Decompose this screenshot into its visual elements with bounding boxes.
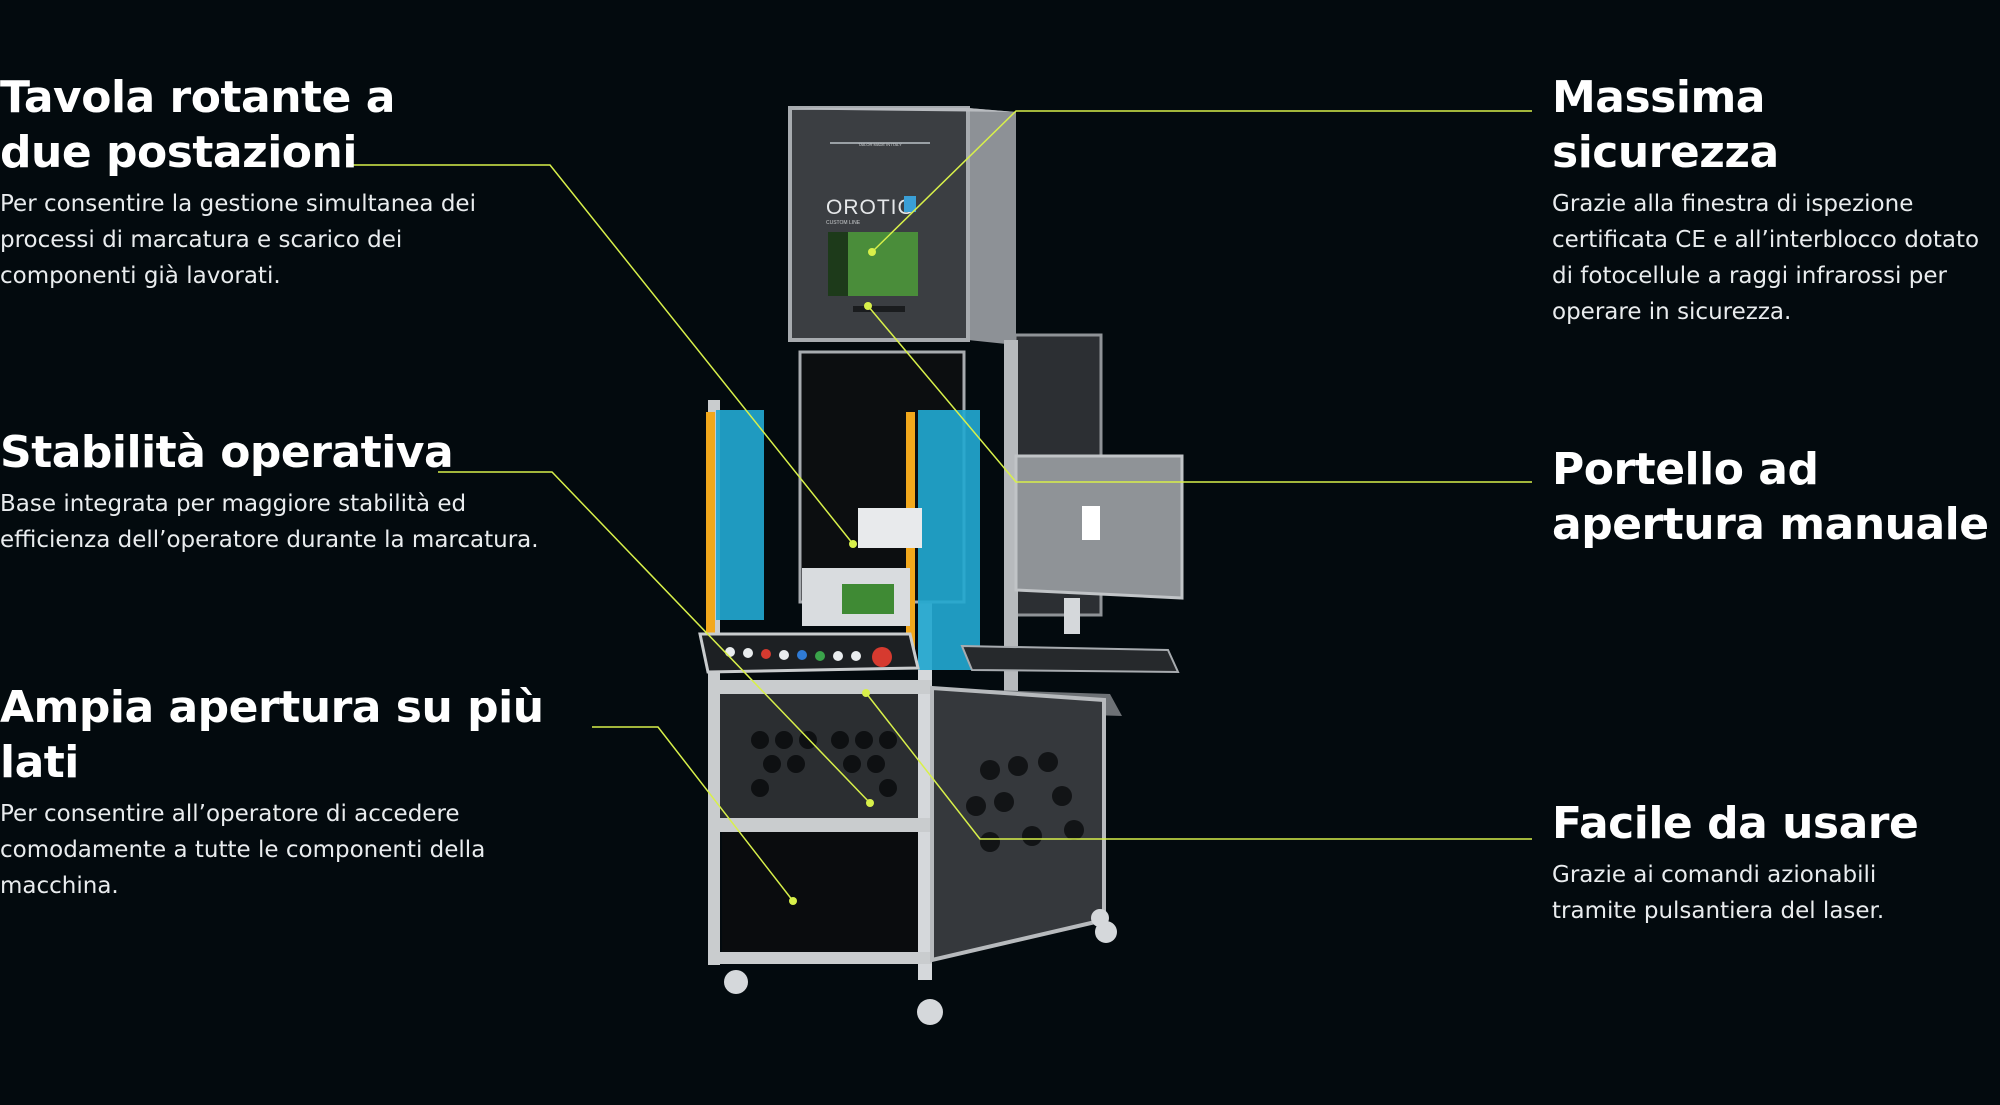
base-top-rail	[708, 680, 932, 694]
callout-lines	[348, 110, 1532, 902]
inspection-window-shade	[828, 232, 848, 296]
feature-ampia-apertura: Ampia apertura su più lati Per consentir…	[0, 680, 600, 904]
laser-housing-side	[968, 108, 1016, 345]
callout-dots	[789, 248, 876, 905]
feature-massima-sicurezza: Massima sicurezza Grazie alla finestra d…	[1552, 70, 1997, 330]
laser-housing-top	[790, 108, 1016, 112]
feature-portello-manuale: Portello ad apertura manuale	[1552, 442, 1997, 552]
caster-wheels	[724, 909, 1117, 1025]
laser-housing-front	[788, 106, 970, 342]
brand-logo-mark	[904, 196, 916, 212]
feature-facile-da-usare: Facile da usare Grazie ai comandi aziona…	[1552, 796, 1997, 929]
side-perforation-pattern	[966, 752, 1084, 852]
callout-line-portello	[867, 305, 1532, 483]
feature-title: Massima sicurezza	[1552, 72, 1779, 178]
feature-description: Per consentire la gestione simultanea de…	[0, 191, 476, 289]
feature-stabilita-operativa: Stabilità operativa Base integrata per m…	[0, 425, 580, 558]
feature-title-line-2: apertura manuale	[1552, 499, 1989, 550]
guard-panel-left	[716, 410, 764, 620]
base-lower-bay	[722, 832, 918, 952]
keyboard-tray	[960, 644, 1180, 674]
base-middle-rail	[708, 818, 932, 832]
base-bottom-rail	[708, 952, 932, 964]
machine-top-label: TAILOR MADE IN ITALY	[858, 142, 902, 147]
callout-line-sicurezza	[871, 110, 1532, 253]
control-panel	[698, 632, 920, 674]
feature-title: Stabilità operativa	[0, 427, 454, 478]
callout-line-stabilita	[438, 471, 871, 804]
monitor-logo	[1082, 506, 1100, 540]
callout-line-apertura	[592, 726, 794, 902]
feature-title-line-1: Portello ad	[1552, 444, 1819, 495]
guard-panel-right	[918, 410, 980, 670]
rotary-table-green-part	[842, 584, 894, 614]
feature-description: Grazie alla finestra di ispezione certif…	[1552, 191, 1980, 325]
machine-brand-logo: OROTIG	[826, 196, 915, 219]
callout-line-tavola-rotante	[348, 164, 854, 545]
pushbutton-row	[725, 647, 892, 667]
laser-head	[858, 508, 922, 548]
machine-sub-label: CUSTOM LINE	[826, 220, 861, 226]
feature-title: Ampia apertura su più lati	[0, 682, 544, 788]
feature-description: Per consentire all’operatore di accedere…	[0, 801, 486, 899]
feature-title-line-1: Tavola rotante a	[0, 72, 395, 123]
feature-title: Portello ad apertura manuale	[1552, 442, 1997, 552]
feature-title-line-2: due postazioni	[0, 127, 357, 178]
light-curtain-left	[706, 412, 715, 667]
door-handle	[853, 306, 905, 312]
feature-title: Facile da usare	[1552, 798, 1919, 849]
monitor-arm	[1064, 598, 1080, 634]
brand-strip	[830, 142, 930, 144]
feature-description: Base integrata per maggiore stabilità ed…	[0, 491, 539, 553]
callout-line-facile	[865, 692, 1532, 840]
feature-title: Tavola rotante a due postazioni	[0, 70, 520, 180]
perforation-pattern	[751, 731, 897, 797]
feature-tavola-rotante: Tavola rotante a due postazioni Per cons…	[0, 70, 520, 294]
feature-description: Grazie ai comandi azionabili tramite pul…	[1552, 862, 1885, 924]
base-perforated-panel	[720, 694, 918, 818]
